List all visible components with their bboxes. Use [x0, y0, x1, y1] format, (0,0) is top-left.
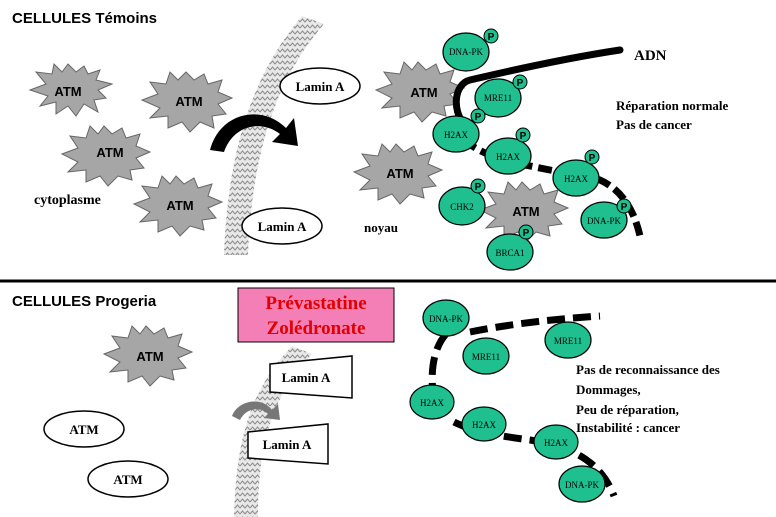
atm-label: ATM	[69, 422, 98, 437]
outcome-text-line: Peu de réparation,	[576, 402, 679, 417]
phosphate-marker	[584, 149, 600, 165]
dna-strand-top	[452, 46, 624, 128]
lamin-translocation-arrow	[210, 114, 298, 152]
protein-dna-pk: DNA-PK	[558, 465, 606, 503]
protein-chk2: CHK2 P	[438, 178, 486, 226]
protein-h2ax: H2AX P	[432, 108, 486, 153]
protein-dna-pk: DNA-PK	[422, 299, 470, 337]
protein-label: CHK2	[450, 202, 474, 212]
protein-mre11: MRE11	[544, 321, 592, 359]
protein-label: DNA-PK	[587, 216, 622, 226]
protein-brca1: BRCA1 P	[486, 224, 534, 271]
protein-label: DNA-PK	[449, 47, 484, 57]
nuclear-lamina-bottom	[234, 346, 312, 517]
atm-label: ATM	[166, 198, 193, 213]
lamin-a-label: Lamin A	[258, 219, 307, 234]
phosphate-label: P	[523, 228, 530, 239]
atm-star-5: ATM	[374, 61, 466, 123]
drug-treatment-box: Prévastatine Zolédronate	[237, 287, 395, 343]
bottom-panel-title: CELLULES Progeria	[12, 293, 157, 310]
phosphate-marker	[512, 74, 528, 90]
outcome-text-line: Pas de reconnaissance des	[576, 362, 720, 377]
nuclear-lamina-top	[224, 16, 324, 255]
dna-label: ADN	[634, 48, 667, 64]
phosphate-marker	[518, 224, 534, 240]
protein-label: DNA-PK	[565, 480, 600, 490]
atm-label: ATM	[386, 166, 413, 181]
atm-star-6: ATM	[352, 143, 444, 205]
protein-h2ax: H2AX	[461, 406, 507, 442]
drug-name: Zolédronate	[267, 318, 366, 339]
protein-label: MRE11	[472, 352, 500, 362]
atm-label: ATM	[175, 94, 202, 109]
protein-h2ax: H2AX P	[552, 149, 600, 197]
atm-label: ATM	[96, 145, 123, 160]
protein-label: H2AX	[444, 130, 468, 140]
protein-mre11: MRE11 P	[474, 74, 528, 118]
phosphate-marker	[515, 127, 531, 143]
protein-dna-pk: DNA-PK P	[580, 198, 632, 239]
lamin-a-label: Lamin A	[296, 79, 345, 94]
lamin-a-nuclear: Lamin A	[279, 67, 361, 105]
atm-inactive: ATM	[43, 410, 125, 448]
protein-h2ax: H2AX	[533, 424, 579, 460]
drug-name: Prévastatine	[265, 293, 366, 314]
nucleus-label: noyau	[364, 220, 398, 235]
phosphate-label: P	[621, 202, 628, 213]
atm-label: ATM	[410, 85, 437, 100]
protein-label: H2AX	[496, 152, 520, 162]
atm-star-3: ATM	[60, 125, 152, 187]
atm-star-2: ATM	[140, 71, 234, 133]
atm-label: ATM	[512, 204, 539, 219]
outcome-text-line: Instabilité : cancer	[576, 420, 680, 435]
atm-label: ATM	[54, 84, 81, 99]
phosphate-marker	[470, 108, 486, 124]
atm-star-4: ATM	[132, 175, 224, 237]
outcome-text-line: Dommages,	[576, 382, 641, 397]
phosphate-label: P	[589, 153, 596, 164]
protein-label: H2AX	[544, 438, 568, 448]
protein-label: H2AX	[564, 174, 588, 184]
phosphate-marker	[616, 198, 632, 214]
phosphate-label: P	[517, 78, 524, 89]
protein-mre11: MRE11	[462, 337, 510, 375]
atm-star-8: ATM	[102, 325, 194, 387]
lamin-translocation-arrow-weak	[232, 401, 280, 420]
lamin-a-cytoplasmic: Lamin A	[241, 207, 323, 245]
atm-label: ATM	[113, 472, 142, 487]
protein-label: DNA-PK	[429, 314, 464, 324]
lamin-a-label: Lamin A	[263, 437, 312, 452]
protein-h2ax: H2AX	[409, 384, 455, 420]
phosphate-marker	[483, 28, 499, 44]
phosphate-marker	[470, 178, 486, 194]
lamin-a-box: Lamin A	[269, 355, 353, 399]
protein-h2ax: H2AX P	[484, 127, 532, 175]
lamin-a-box: Lamin A	[247, 423, 329, 465]
phosphate-label: P	[475, 112, 482, 123]
protein-label: MRE11	[484, 93, 512, 103]
cytoplasm-label: cytoplasme	[34, 193, 101, 208]
protein-dna-pk: DNA-PK P	[442, 28, 499, 72]
outcome-text-line: Réparation normale	[616, 98, 729, 113]
protein-label: H2AX	[472, 420, 496, 430]
atm-star-1: ATM	[28, 62, 114, 117]
top-panel-title: CELLULES Témoins	[12, 10, 157, 27]
protein-label: H2AX	[420, 398, 444, 408]
phosphate-label: P	[475, 182, 482, 193]
phosphate-label: P	[488, 32, 495, 43]
protein-label: BRCA1	[495, 248, 524, 258]
phosphate-label: P	[520, 131, 527, 142]
lamin-a-label: Lamin A	[282, 370, 331, 385]
atm-label: ATM	[136, 349, 163, 364]
atm-inactive: ATM	[87, 460, 169, 498]
protein-label: MRE11	[554, 336, 582, 346]
outcome-text-line: Pas de cancer	[616, 117, 692, 132]
